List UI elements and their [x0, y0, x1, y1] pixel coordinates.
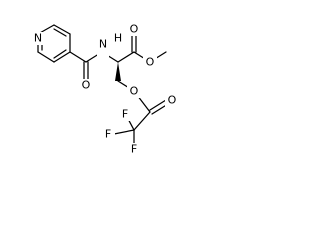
molecule-structure: N H N O O O O O F F F — [0, 0, 231, 177]
amide-oxygen-backdrop — [79, 79, 93, 92]
fluorine-left-label: F — [105, 128, 111, 141]
amide-oxygen-label: O — [82, 79, 91, 92]
bond-ring-c2-c3 — [37, 51, 55, 63]
ester-carbonyl-oxygen-label: O — [130, 23, 139, 36]
stereo-wedge-bond — [115, 62, 121, 81]
fluorine-left-backdrop — [102, 128, 115, 141]
bond-ring-to-amide-carbon — [69, 51, 87, 63]
acyl-carbonyl-oxygen-backdrop — [165, 94, 179, 107]
bond-ring-c3-c4 — [53, 51, 71, 63]
amide-nitrogen-label: N — [99, 38, 107, 51]
bond-ring-c5-c6 — [53, 24, 71, 35]
ester-oxygen-backdrop — [143, 56, 157, 69]
fluorine-bottom-label: F — [131, 143, 137, 156]
canvas-background — [0, 0, 231, 177]
acyl-carbonyl-oxygen-label: O — [168, 94, 177, 107]
bond-layer — [37, 24, 169, 145]
bond-acyl-carbonyl-a — [149, 99, 167, 111]
bond-alpha-to-ester-carbon — [117, 51, 135, 63]
amide-nitrogen-hydrogen-label: H — [114, 32, 122, 45]
pyridine-nitrogen-backdrop — [31, 32, 45, 45]
atom-label-layer: N H N O O O O O F F F — [31, 23, 179, 156]
fluorine-bottom-backdrop — [127, 143, 140, 156]
pyridine-nitrogen-label: N — [34, 32, 42, 45]
fluorine-top-label: F — [122, 108, 128, 121]
bond-acyl-to-cf3-carbon — [133, 111, 151, 131]
fluorine-top-backdrop — [119, 108, 132, 121]
amide-nitrogen-backdrop — [97, 33, 109, 57]
serine-oxygen-label: O — [130, 85, 139, 98]
ester-oxygen-label: O — [146, 56, 155, 69]
bond-cf3-to-fluorine-left — [113, 129, 135, 135]
serine-oxygen-backdrop — [127, 85, 141, 98]
ester-carbonyl-oxygen-backdrop — [127, 23, 141, 36]
bond-ring-c5-c6-inner — [53, 28, 67, 37]
bond-ring-c3-c4-inner — [53, 49, 67, 59]
